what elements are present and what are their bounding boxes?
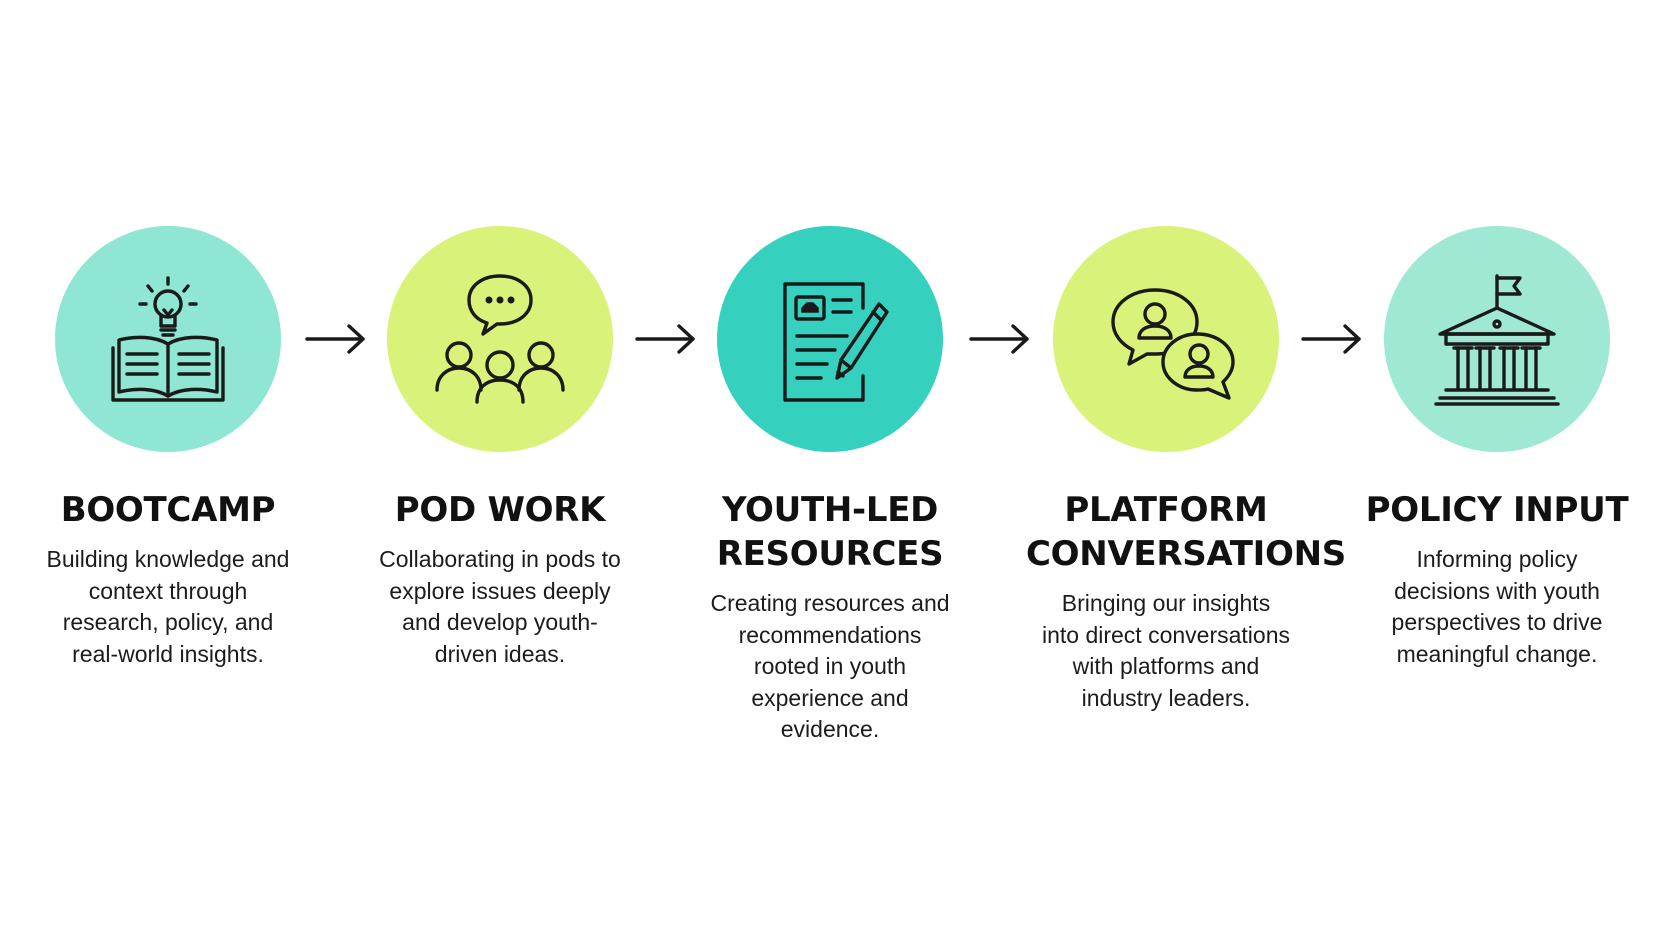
step-pod-work: POD WORK Collaborating in pods to explor… — [360, 226, 640, 670]
book-lightbulb-icon — [111, 276, 225, 402]
document-pencil-icon — [783, 282, 889, 402]
group-chat-icon — [435, 274, 565, 404]
step-circle — [1384, 226, 1610, 452]
step-description: Building knowledge and context through r… — [46, 546, 290, 667]
step-title: POD WORK — [394, 490, 606, 530]
step-title: POLICY INPUT — [1365, 490, 1629, 530]
conversation-bubbles-icon — [1111, 288, 1235, 400]
step-circle — [1053, 226, 1279, 452]
step-description: Bringing our insights into direct conver… — [1041, 590, 1290, 711]
step-bootcamp: BOOTCAMP Building knowledge and context … — [28, 226, 308, 670]
arrow-right-icon — [1299, 322, 1365, 356]
arrow-right-icon — [633, 322, 699, 356]
step-description: Collaborating in pods to explore issues … — [379, 546, 621, 667]
step-description: Informing policy decisions with youth pe… — [1391, 546, 1603, 667]
step-circle — [717, 226, 943, 452]
arrow-right-icon — [967, 322, 1033, 356]
arrow-right-icon — [303, 322, 369, 356]
step-policy-input: POLICY INPUT Informing policy decisions … — [1357, 226, 1637, 670]
step-circle — [55, 226, 281, 452]
step-title: BOOTCAMP — [60, 490, 276, 530]
step-description: Creating resources and recommendations r… — [710, 590, 950, 742]
step-circle — [387, 226, 613, 452]
government-building-icon — [1434, 274, 1560, 406]
